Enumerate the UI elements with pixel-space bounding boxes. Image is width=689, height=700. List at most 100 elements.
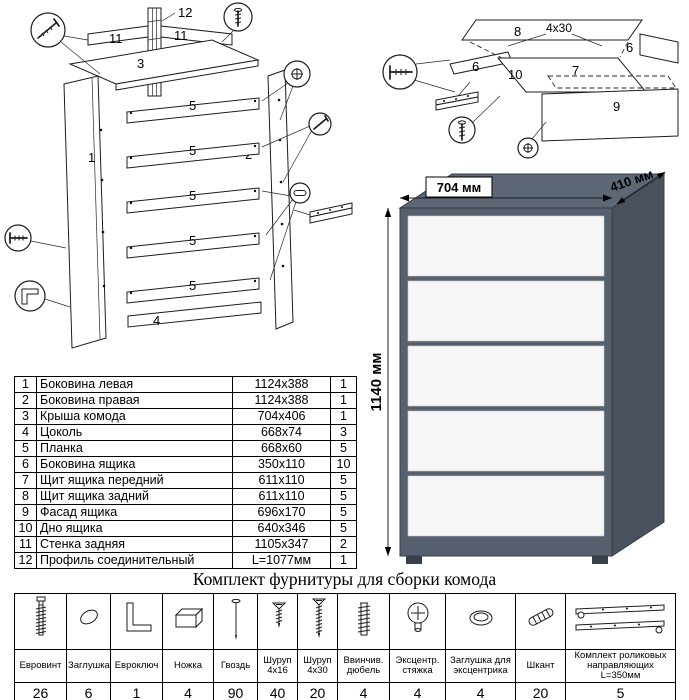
height-dimension: 1140 мм	[368, 208, 392, 556]
top-panel	[68, 39, 260, 91]
part-label-12: 12	[178, 5, 192, 20]
hardware-qty: 4	[337, 681, 390, 700]
part-label-7: 7	[572, 63, 579, 78]
cap-icon	[79, 609, 98, 625]
drawer-front-panel	[547, 75, 677, 89]
part-label-4: 4	[153, 313, 160, 328]
part-label-11-left: 11	[109, 31, 123, 46]
screw-4x30-icon	[311, 598, 327, 638]
cam-lock-icon	[407, 602, 428, 632]
part-qty: 5	[330, 520, 357, 537]
hardware-label: Эксцентр. стяжка	[389, 649, 446, 683]
table-row: 1 Боковина левая 1124x388 1	[14, 376, 357, 393]
drawer-face-5	[407, 475, 605, 537]
part-label-1: 1	[88, 150, 95, 165]
part-name: Фасад ящика	[36, 504, 233, 521]
corner-bracket-callout-icon	[14, 280, 71, 312]
planks	[126, 97, 260, 304]
part-size: 1124x388	[232, 392, 331, 409]
part-number: 10	[14, 520, 37, 537]
hardware-icon-cell	[66, 593, 111, 650]
part-qty: 1	[330, 408, 357, 425]
drawer-side-right	[639, 33, 679, 64]
part-number: 12	[14, 552, 37, 569]
drawer-face-1	[407, 215, 605, 277]
frame-exploded-diagram: 12 11 11 3 1 2	[4, 2, 353, 349]
hardware-qty: 5	[565, 681, 676, 700]
drawer-euro-screw-callout-icon	[382, 54, 456, 93]
table-row: 10 Дно ящика 640x346 5	[14, 520, 357, 537]
hardware-label: Заглушка для эксцентрика	[445, 649, 516, 683]
hardware-label: Евроключ	[110, 649, 163, 683]
euro-screw-side-callout-icon	[4, 224, 67, 252]
part-number: 3	[14, 408, 37, 425]
part-size: L=1077мм	[232, 552, 331, 569]
threaded-dowel-icon	[357, 602, 370, 636]
hardware-label: Ввинчив. дюбель	[337, 649, 390, 683]
table-row: 5 Планка 668x60 5	[14, 440, 357, 457]
part-name: Боковина ящика	[36, 456, 233, 473]
cam-cap-icon	[469, 610, 492, 626]
table-row: 11 Стенка задняя 1105x347 2	[14, 536, 357, 553]
part-qty: 1	[330, 376, 357, 393]
roller-guides-icon	[575, 604, 664, 634]
part-size: 1105x347	[232, 536, 331, 553]
table-row: 7 Щит ящика передний 611x110 5	[14, 472, 357, 489]
euro-screw-callout-icon	[30, 12, 101, 75]
part-size: 611x110	[232, 488, 331, 505]
part-qty: 2	[330, 536, 357, 553]
parts-table: 1 Боковина левая 1124x388 1 2 Боковина п…	[14, 376, 357, 569]
hardware-qty: 4	[389, 681, 446, 700]
drawer-face-3	[407, 345, 605, 407]
drawer-runner-icon	[293, 202, 353, 224]
screw-side-callout-icon	[261, 112, 332, 183]
part-name: Профиль соединительный	[36, 552, 233, 569]
part-number: 2	[14, 392, 37, 409]
hardware-qty: 20	[515, 681, 566, 700]
hardware-label: Ножка	[162, 649, 214, 683]
hardware-qty: 26	[14, 681, 67, 700]
part-number: 4	[14, 424, 37, 441]
hardware-label: Заглушка	[66, 649, 111, 683]
hardware-label: Евровинт	[14, 649, 67, 683]
back-panel-left	[87, 25, 149, 46]
part-name: Планка	[36, 440, 233, 457]
hex-key-icon	[126, 602, 151, 632]
part-name: Крыша комода	[36, 408, 233, 425]
part-size: 668x74	[232, 424, 331, 441]
part-number: 1	[14, 376, 37, 393]
part-label-9: 9	[613, 99, 620, 114]
part-name: Щит ящика передний	[36, 472, 233, 489]
screw-callout-icon	[221, 2, 253, 43]
part-number: 8	[14, 488, 37, 505]
width-dimension: 704 мм	[400, 176, 612, 202]
part-name: Боковина правая	[36, 392, 233, 409]
hardware-icon-cell	[297, 593, 338, 650]
hardware-label: Шуруп 4x30	[297, 649, 338, 683]
part-size: 640x346	[232, 520, 331, 537]
part-qty: 1	[330, 552, 357, 569]
part-qty: 5	[330, 504, 357, 521]
part-qty: 5	[330, 440, 357, 457]
dresser-leg-right	[592, 556, 608, 564]
hardware-icon-cell	[445, 593, 516, 650]
hardware-qty: 90	[213, 681, 258, 700]
part-qty: 1	[330, 392, 357, 409]
part-name: Дно ящика	[36, 520, 233, 537]
nail-icon	[231, 598, 240, 640]
hardware-table: Евровинт Заглушка Евроключ Ножка Гвоздь …	[14, 593, 676, 700]
part-label-5d: 5	[189, 233, 196, 248]
table-row: 6 Боковина ящика 350x110 10	[14, 456, 357, 473]
height-dimension-label: 1140 мм	[368, 353, 385, 412]
drawer-screw-callout-icon	[448, 95, 501, 144]
part-label-8: 8	[514, 24, 521, 39]
part-qty: 5	[330, 488, 357, 505]
hardware-kit-title: Комплект фурнитуры для сборки комода	[192, 569, 497, 589]
hardware-icon-cell	[162, 593, 214, 650]
part-size: 704x406	[232, 408, 331, 425]
euro-screw-icon	[35, 596, 46, 636]
hardware-labels-row: Евровинт Заглушка Евроключ Ножка Гвоздь …	[14, 649, 676, 683]
hardware-label: Гвоздь	[213, 649, 258, 683]
hardware-qty: 1	[110, 681, 163, 700]
